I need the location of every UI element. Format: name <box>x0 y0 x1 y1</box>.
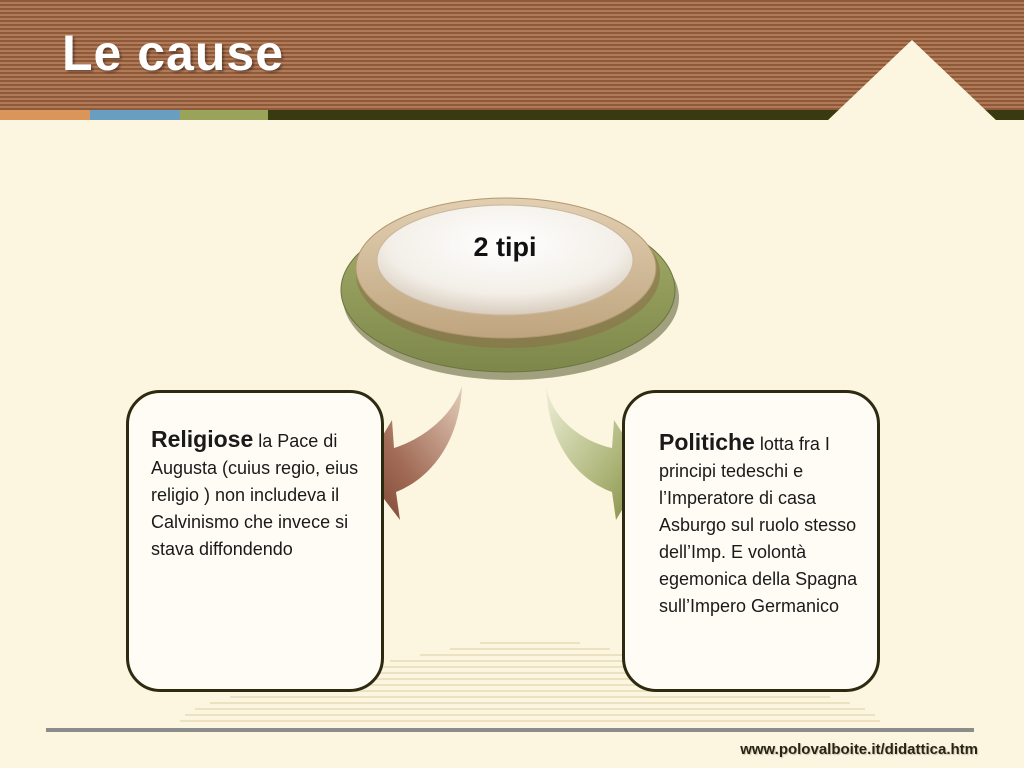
left-curved-arrow <box>362 386 462 520</box>
accent-segment-orange <box>0 110 90 120</box>
accent-segment-olive <box>180 110 268 120</box>
political-cause-box: Politiche lotta fra I principi tedeschi … <box>622 390 880 692</box>
religious-cause-box: Religiose la Pace di Augusta (cuius regi… <box>126 390 384 692</box>
decorative-stripes <box>180 642 880 722</box>
header-band <box>0 0 1024 110</box>
center-disk <box>340 197 679 380</box>
footer-url: www.polovalboite.it/didattica.htm <box>740 741 978 758</box>
accent-segment-blue <box>90 110 180 120</box>
slide-title: Le cause <box>62 25 285 81</box>
religious-text: la Pace di Augusta (cuius regio, eius re… <box>151 431 359 559</box>
accent-segment-dark <box>268 110 1024 120</box>
center-label: 2 tipi <box>473 232 537 262</box>
right-curved-arrow <box>546 386 646 520</box>
accent-color-bar <box>0 110 1024 120</box>
footer-divider <box>46 728 974 732</box>
religious-heading: Religiose <box>151 426 254 452</box>
political-heading: Politiche <box>659 429 755 455</box>
peak-decoration <box>826 40 998 122</box>
political-text: lotta fra I principi tedeschi e l’Impera… <box>659 434 858 616</box>
